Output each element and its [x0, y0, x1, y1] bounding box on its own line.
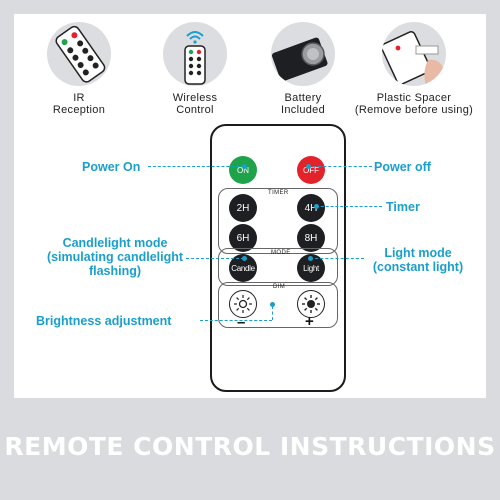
light-mode-dot: [308, 256, 313, 261]
minus-sign: –: [237, 314, 246, 331]
timer-callout-label: Timer: [386, 200, 420, 214]
power-off-label: Power off: [374, 160, 431, 174]
light-mode-leader: [310, 258, 364, 259]
power-on-leader: [148, 166, 244, 167]
plastic-spacer-icon: [382, 22, 446, 86]
dim-up-button[interactable]: [297, 290, 325, 318]
power-on-dot: [242, 164, 247, 169]
brightness-leader-up: [272, 306, 273, 320]
brightness-leader: [200, 320, 272, 321]
timer-2h-button[interactable]: 2H: [229, 194, 257, 222]
timer-6h-button[interactable]: 6H: [229, 224, 257, 252]
dim-group: [218, 282, 338, 328]
candle-mode-label: Candlelight mode (simulating candlelight…: [46, 236, 184, 278]
dim-down-button[interactable]: [229, 290, 257, 318]
dim-label: DIM: [273, 284, 286, 290]
power-on-label: Power On: [82, 160, 141, 174]
plus-sign: +: [305, 313, 314, 330]
feature-spacer: Plastic Spacer(Remove before using): [344, 14, 484, 116]
candle-mode-leader: [186, 258, 244, 259]
sun-icon: [302, 295, 320, 313]
feature-caption: Plastic Spacer(Remove before using): [354, 92, 474, 116]
on-button[interactable]: ON: [229, 156, 257, 184]
battery-icon: [271, 22, 335, 86]
light-mode-label: Light mode (constant light): [372, 246, 464, 274]
power-off-leader: [308, 166, 372, 167]
off-button[interactable]: OFF: [297, 156, 325, 184]
power-off-dot: [306, 164, 311, 169]
candle-mode-dot: [242, 256, 247, 261]
timer-4h-button[interactable]: 4H: [297, 194, 325, 222]
mode-label: MODE: [271, 250, 291, 256]
page-banner-title: REMOTE CONTROL INSTRUCTIONS: [4, 432, 496, 461]
timer-8h-button[interactable]: 8H: [297, 224, 325, 252]
sun-icon: [234, 295, 252, 313]
brightness-dot: [270, 302, 275, 307]
wireless-remote-icon: [163, 22, 227, 86]
timer-dot: [314, 204, 319, 209]
mode-group: [218, 248, 338, 286]
timer-label: TIMER: [268, 190, 289, 196]
brightness-label: Brightness adjustment: [36, 314, 172, 328]
ir-remote-icon: [47, 22, 111, 86]
timer-group: [218, 188, 338, 254]
timer-leader: [316, 206, 382, 207]
